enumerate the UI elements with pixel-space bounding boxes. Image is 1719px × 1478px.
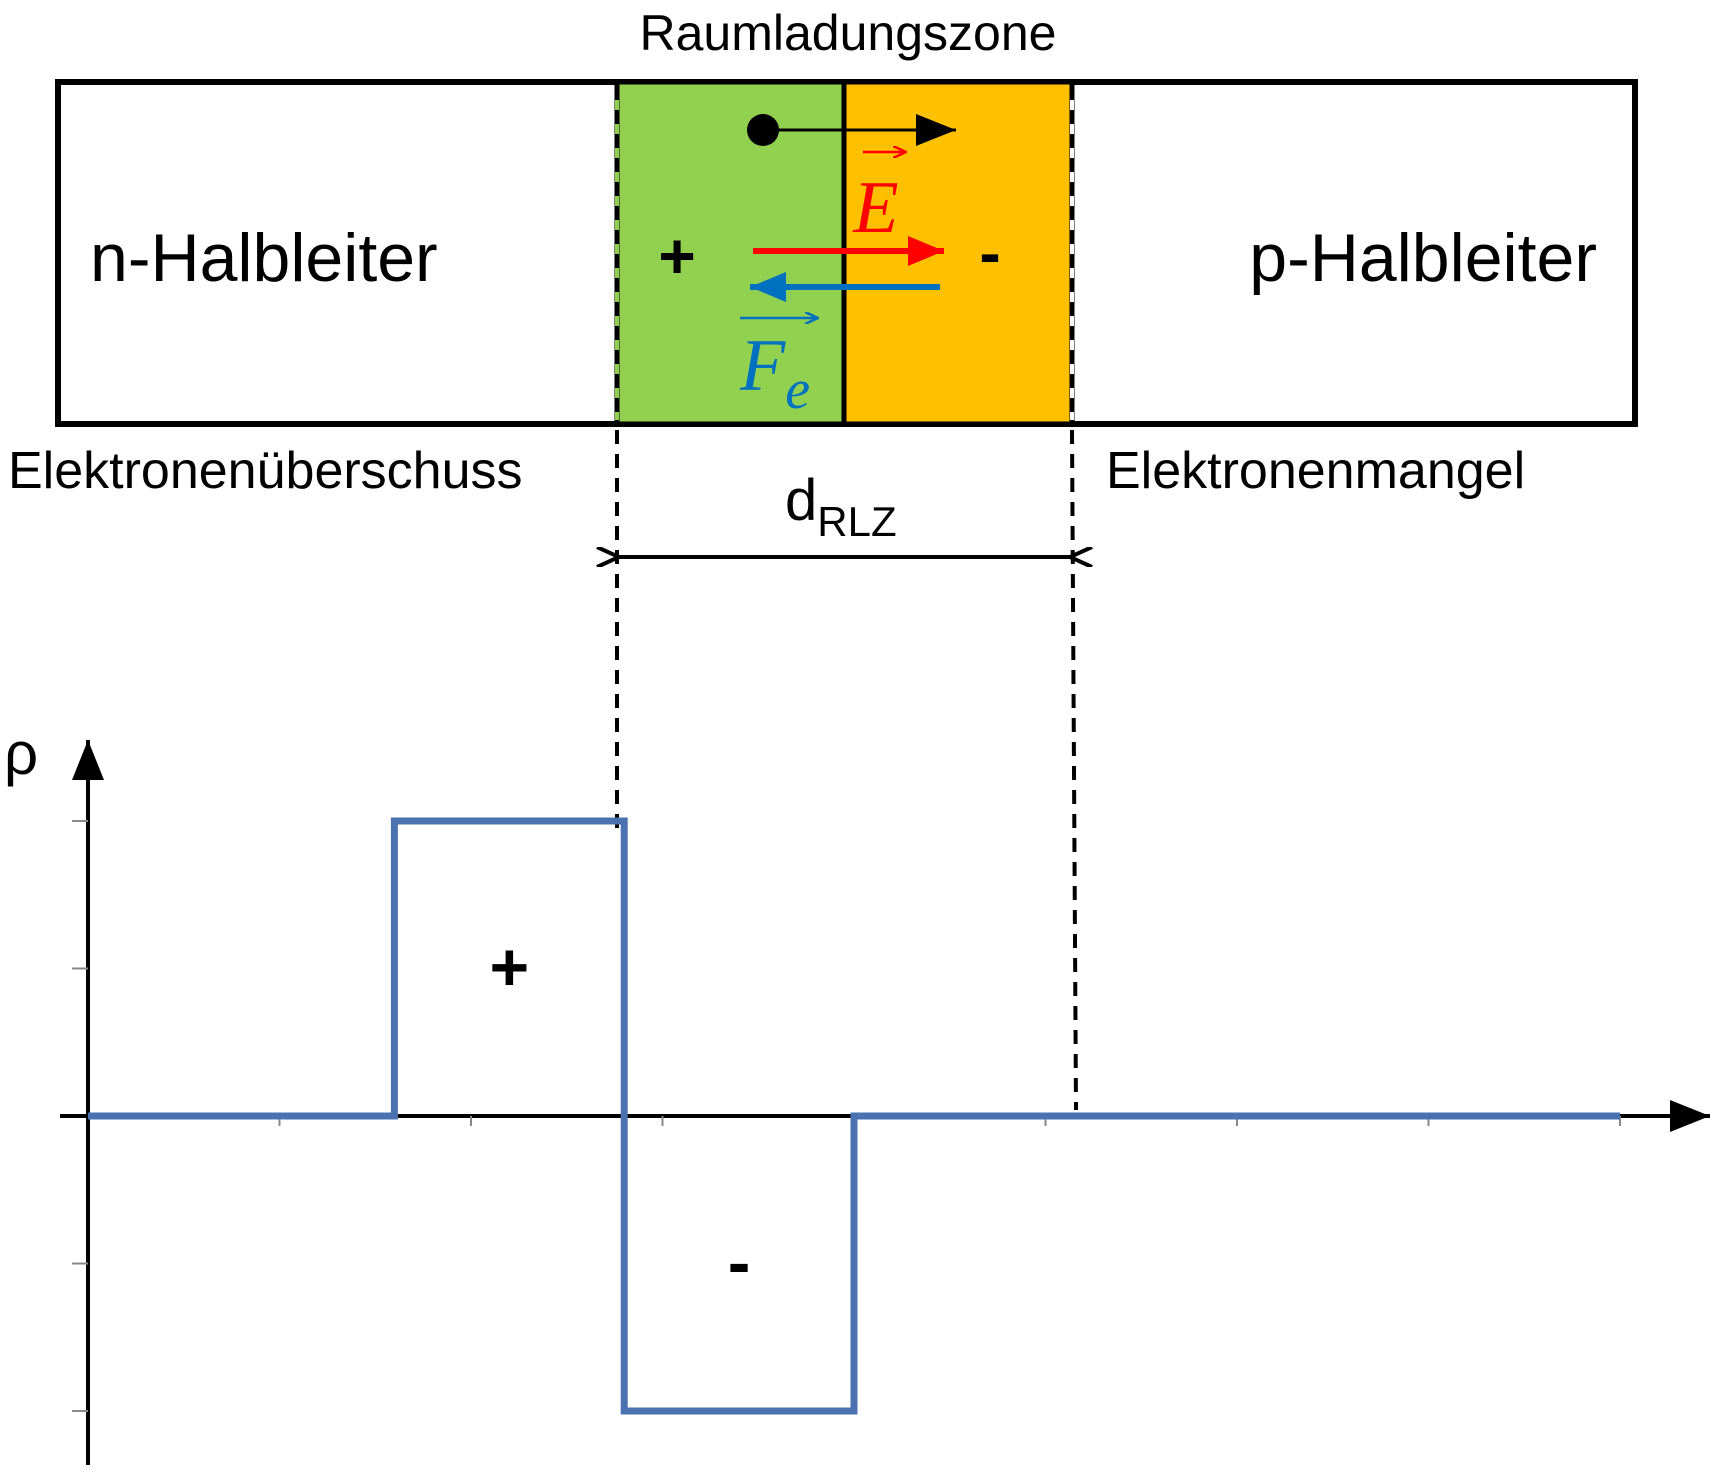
force-symbol: Fe — [739, 325, 810, 421]
elektronenueberschuss-label: Elektronenüberschuss — [8, 442, 523, 500]
depletion-boundary-right-extension — [1070, 429, 1078, 1111]
force-subscript: e — [785, 359, 810, 421]
charge-density-plot: ρ + - — [4, 720, 1710, 1465]
right-edge-mask — [1070, 86, 1074, 420]
n-halbleiter-label: n-Halbleiter — [90, 220, 438, 296]
plus-charge-label: + — [658, 220, 695, 292]
y-axis-label: ρ — [4, 720, 38, 787]
width-label: dRLZ — [785, 468, 897, 545]
width-subscript: RLZ — [817, 498, 896, 545]
left-edge-mask — [615, 86, 619, 420]
negative-region-label: - — [728, 1225, 751, 1301]
minus-charge-label: - — [979, 217, 1000, 289]
field-symbol: E — [852, 167, 898, 249]
p-halbleiter-label: p-Halbleiter — [1249, 220, 1597, 296]
charge-density-curve — [88, 817, 1620, 1415]
title-raumladungszone: Raumladungszone — [640, 5, 1057, 61]
elektronenmangel-label: Elektronenmangel — [1106, 442, 1525, 500]
positive-region-label: + — [489, 930, 529, 1006]
